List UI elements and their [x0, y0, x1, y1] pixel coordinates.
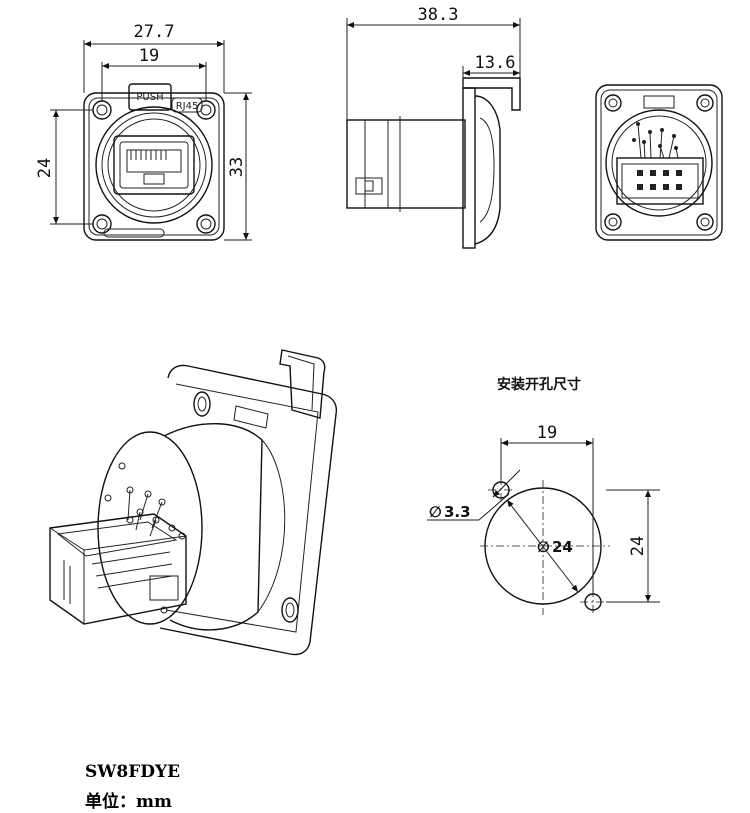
rear-view [595, 84, 723, 241]
isometric-view [49, 349, 338, 656]
dim-depth-total: 38.3 [418, 5, 459, 25]
dim-width-inner: 19 [139, 46, 159, 66]
model-number: SW8FDYE [85, 762, 181, 782]
unit-label: 单位：mm [85, 792, 172, 812]
push-label: PUSH [136, 92, 163, 103]
cutout-title: 安装开孔尺寸 [497, 376, 581, 393]
cutout-height: 24 [628, 536, 648, 556]
side-view: 38.3 13.6 [346, 5, 521, 249]
dim-depth-flange: 13.6 [475, 53, 516, 73]
dim-height-inner: 24 [35, 158, 55, 178]
dim-height-outer: 33 [227, 157, 247, 177]
main-diameter: 24 [552, 538, 573, 556]
hole-diameter: 3.3 [444, 503, 471, 521]
rj45-label: RJ45 [176, 101, 199, 112]
dim-width-outer: 27.7 [134, 22, 175, 42]
panel-cutout: 安装开孔尺寸 19 24 ∅ 3.3 ∅ 24 [427, 376, 660, 615]
cutout-spacing: 19 [537, 423, 557, 443]
main-diameter-symbol: ∅ [537, 538, 550, 556]
front-view: PUSH RJ45 27.7 19 24 33 [35, 22, 252, 241]
hole-diameter-symbol: ∅ [429, 503, 442, 521]
